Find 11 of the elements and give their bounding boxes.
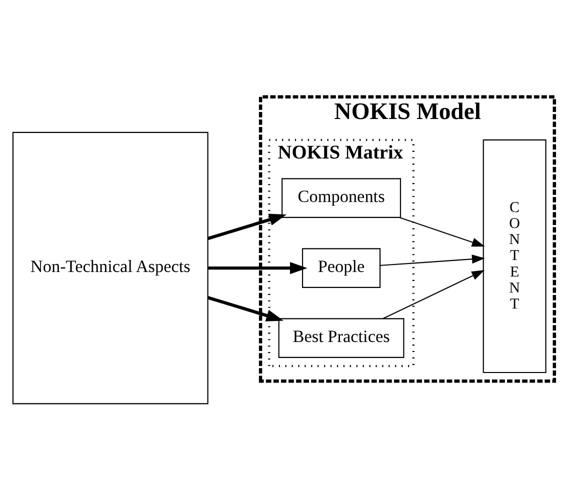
arrow xyxy=(400,217,485,247)
node-box: C O N T E N T xyxy=(482,139,546,374)
node-box: Non-Technical Aspects xyxy=(12,132,208,404)
arrow xyxy=(207,214,286,240)
arrow xyxy=(380,254,485,266)
arrow xyxy=(208,262,308,274)
node-box: People xyxy=(302,248,381,288)
node-box: Best Practices xyxy=(278,318,404,358)
arrow xyxy=(382,270,485,320)
node-box: Components xyxy=(282,178,402,218)
arrow xyxy=(207,296,284,322)
